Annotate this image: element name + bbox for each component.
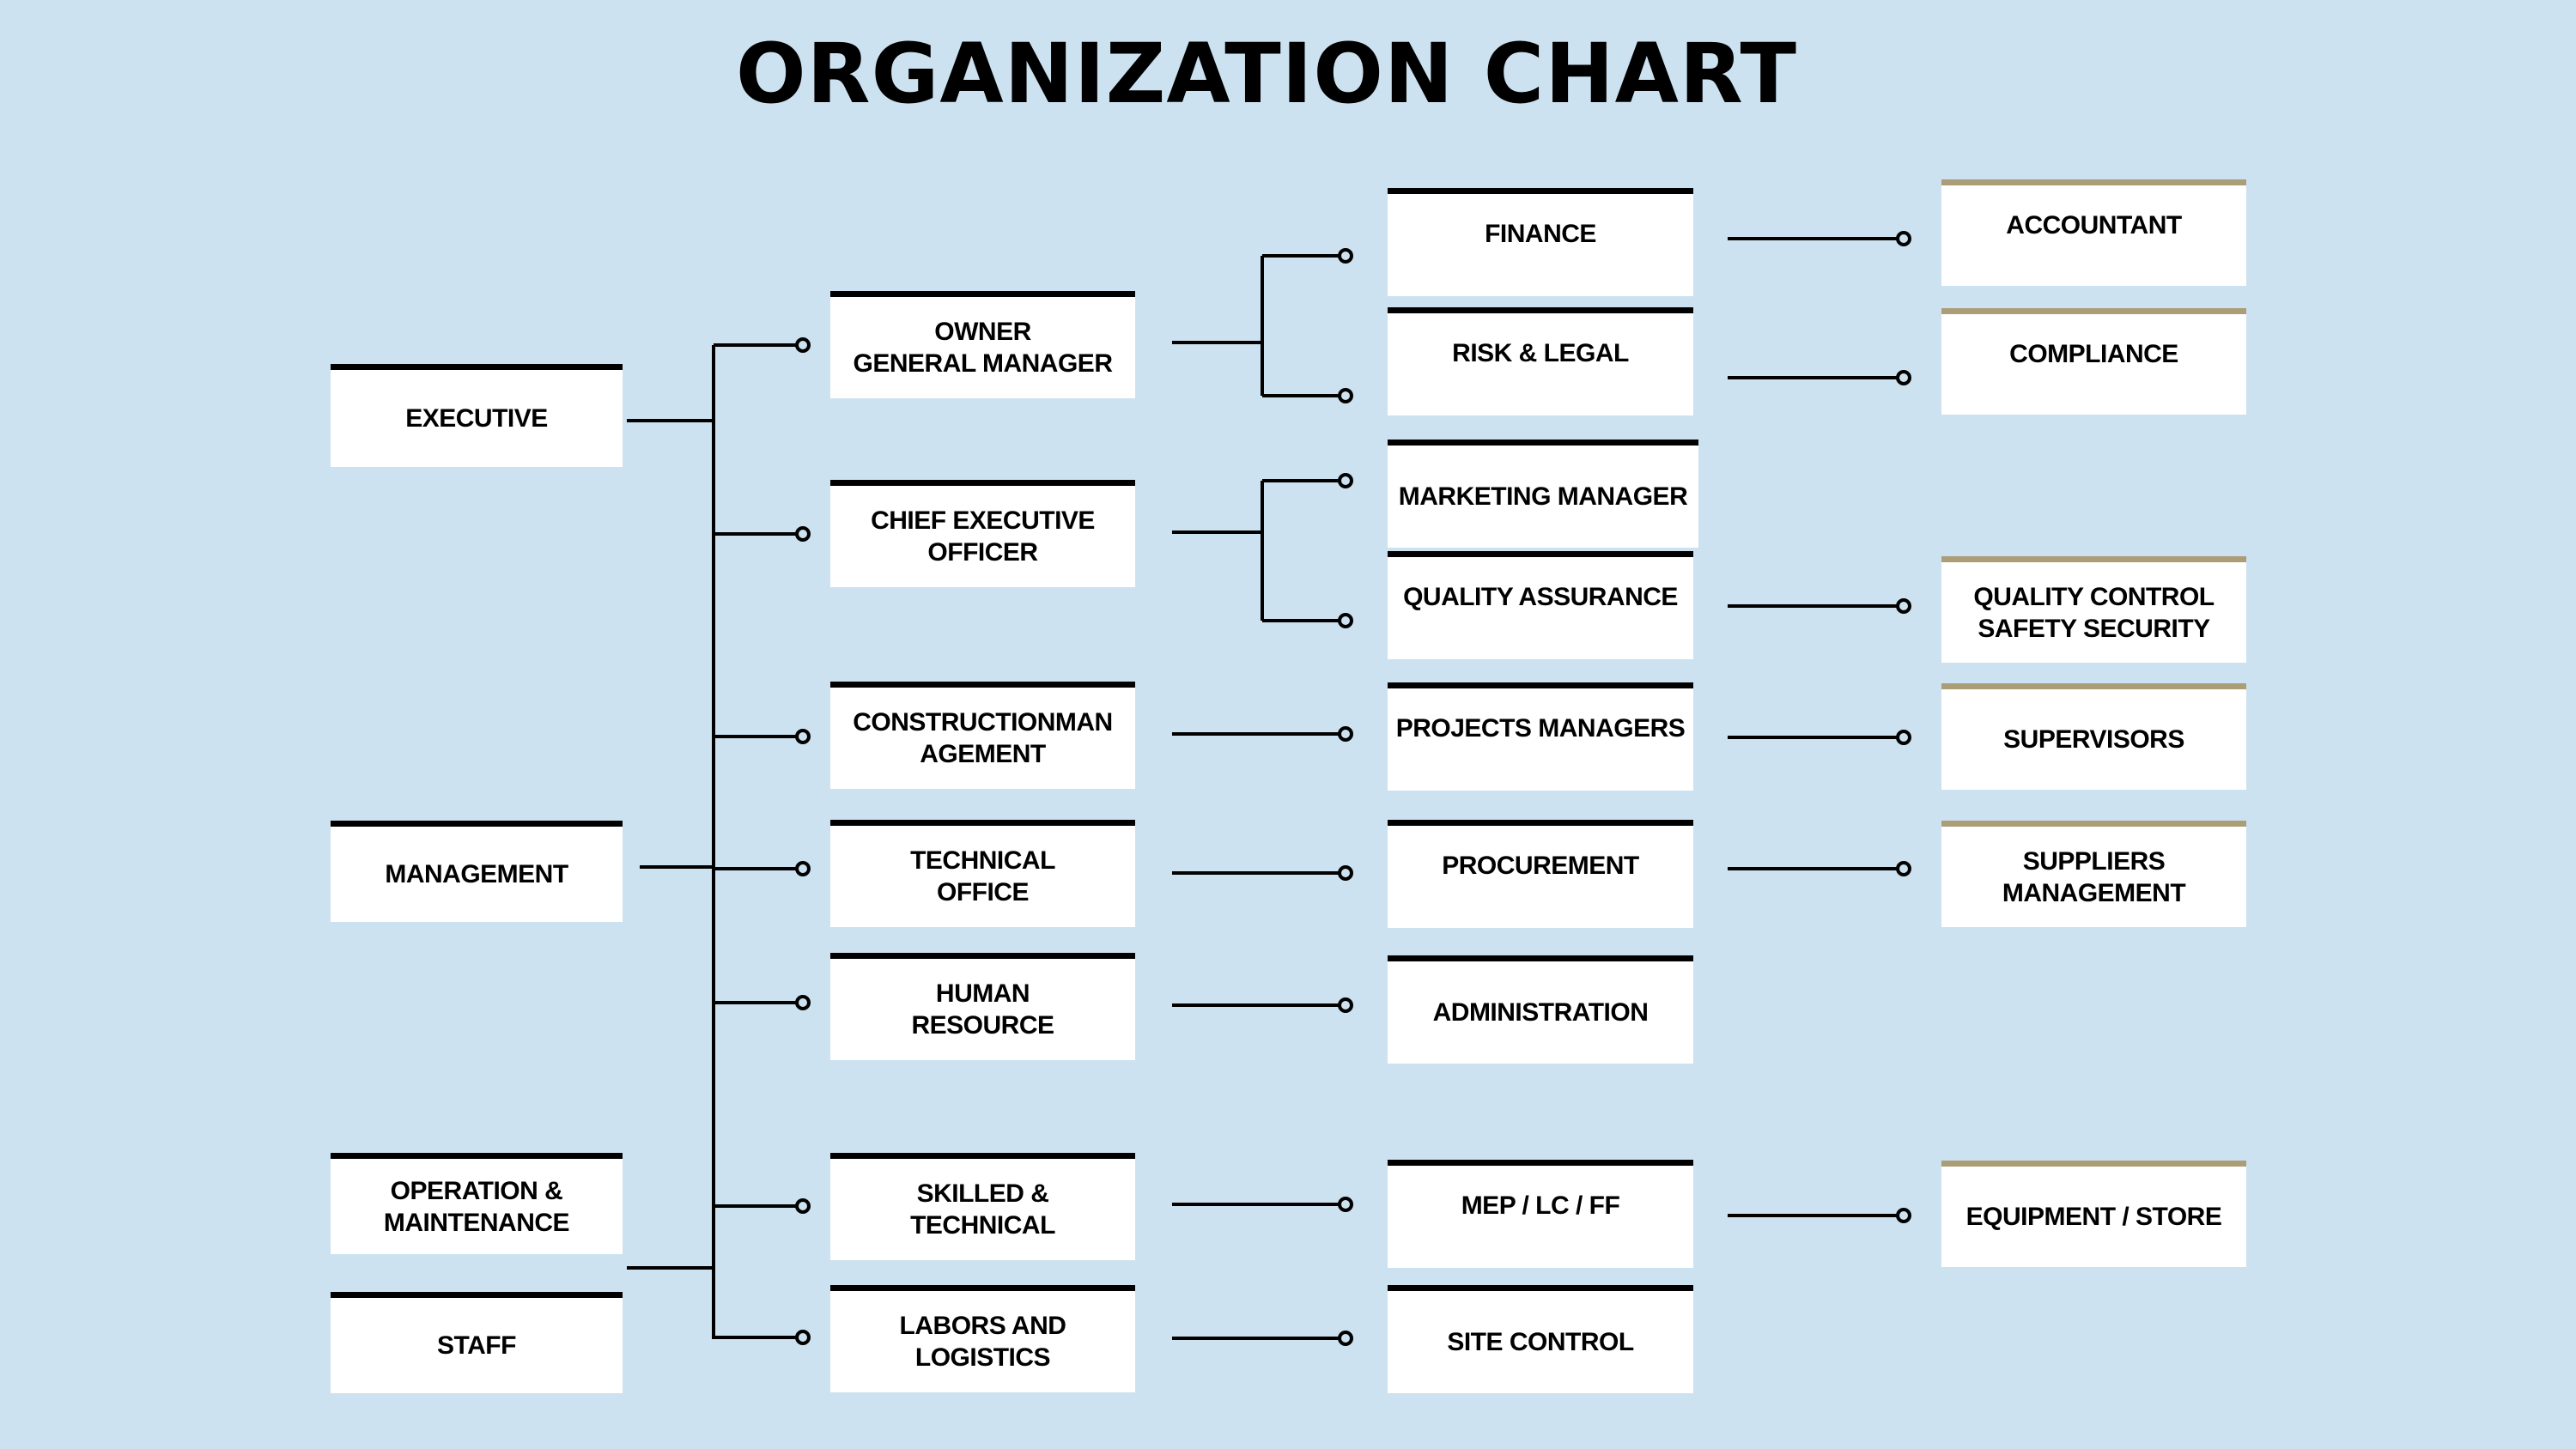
box-quality-control-safety-security: QUALITY CONTROL SAFETY SECURITY bbox=[1941, 556, 2246, 663]
box-technical-office: TECHNICAL OFFICE bbox=[830, 820, 1135, 927]
page-title: ORGANIZATION CHART bbox=[736, 26, 1797, 122]
box-label: ACCOUNTANT bbox=[2006, 211, 2182, 239]
box-label: MEP / LC / FF bbox=[1461, 1191, 1620, 1220]
box-label: TECHNICAL OFFICE bbox=[910, 846, 1055, 906]
box-label: SKILLED & TECHNICAL bbox=[910, 1179, 1055, 1240]
box-label: STAFF bbox=[437, 1331, 516, 1360]
box-operation-maintenance: OPERATION & MAINTENANCE bbox=[331, 1153, 623, 1254]
box-supervisors: SUPERVISORS bbox=[1941, 683, 2246, 790]
box-label: EXECUTIVE bbox=[405, 404, 548, 433]
box-administration: ADMINISTRATION bbox=[1388, 955, 1693, 1064]
box-label: QUALITY CONTROL SAFETY SECURITY bbox=[1973, 582, 2215, 643]
box-label: PROCUREMENT bbox=[1442, 852, 1639, 880]
box-label: SUPPLIERS MANAGEMENT bbox=[2002, 846, 2186, 907]
box-chief-executive-officer: CHIEF EXECUTIVE OFFICER bbox=[830, 480, 1135, 587]
box-staff: STAFF bbox=[331, 1292, 623, 1393]
box-label: CONSTRUCTIONMAN AGEMENT bbox=[853, 708, 1113, 768]
box-accountant: ACCOUNTANT bbox=[1941, 179, 2246, 286]
box-label: OPERATION & MAINTENANCE bbox=[383, 1176, 570, 1237]
box-procurement: PROCUREMENT bbox=[1388, 820, 1693, 928]
box-label: EQUIPMENT / STORE bbox=[1965, 1203, 2222, 1231]
box-executive: EXECUTIVE bbox=[331, 364, 623, 467]
box-site-control: SITE CONTROL bbox=[1388, 1285, 1693, 1393]
box-human-resource: HUMAN RESOURCE bbox=[830, 953, 1135, 1060]
box-labors-logistics: LABORS AND LOGISTICS bbox=[830, 1285, 1135, 1392]
box-label: MARKETING MANAGER bbox=[1398, 482, 1688, 511]
box-construction-management: CONSTRUCTIONMAN AGEMENT bbox=[830, 682, 1135, 789]
box-marketing-manager: MARKETING MANAGER bbox=[1388, 440, 1698, 548]
box-label: FINANCE bbox=[1485, 220, 1596, 248]
box-label: ADMINISTRATION bbox=[1432, 998, 1649, 1027]
box-mep-lc-ff: MEP / LC / FF bbox=[1388, 1160, 1693, 1268]
box-risk-legal: RISK & LEGAL bbox=[1388, 307, 1693, 415]
box-quality-assurance: QUALITY ASSURANCE bbox=[1388, 551, 1693, 659]
box-label: QUALITY ASSURANCE bbox=[1403, 583, 1678, 611]
box-label: HUMAN RESOURCE bbox=[911, 979, 1054, 1040]
box-label: OWNER GENERAL MANAGER bbox=[853, 318, 1113, 378]
box-projects-managers: PROJECTS MANAGERS bbox=[1388, 682, 1693, 791]
box-management: MANAGEMENT bbox=[331, 821, 623, 922]
box-suppliers-management: SUPPLIERS MANAGEMENT bbox=[1941, 821, 2246, 927]
box-label: LABORS AND LOGISTICS bbox=[899, 1312, 1066, 1372]
box-label: CHIEF EXECUTIVE OFFICER bbox=[871, 506, 1095, 567]
box-equipment-store: EQUIPMENT / STORE bbox=[1941, 1161, 2246, 1267]
box-compliance: COMPLIANCE bbox=[1941, 308, 2246, 415]
box-label: RISK & LEGAL bbox=[1452, 339, 1629, 367]
box-finance: FINANCE bbox=[1388, 188, 1693, 296]
box-label: SUPERVISORS bbox=[2003, 725, 2184, 754]
box-label: SITE CONTROL bbox=[1447, 1328, 1634, 1356]
box-skilled-technical: SKILLED & TECHNICAL bbox=[830, 1153, 1135, 1260]
box-label: COMPLIANCE bbox=[2009, 340, 2178, 368]
box-label: PROJECTS MANAGERS bbox=[1395, 714, 1686, 743]
box-label: MANAGEMENT bbox=[385, 860, 568, 888]
box-owner-general-manager: OWNER GENERAL MANAGER bbox=[830, 291, 1135, 398]
